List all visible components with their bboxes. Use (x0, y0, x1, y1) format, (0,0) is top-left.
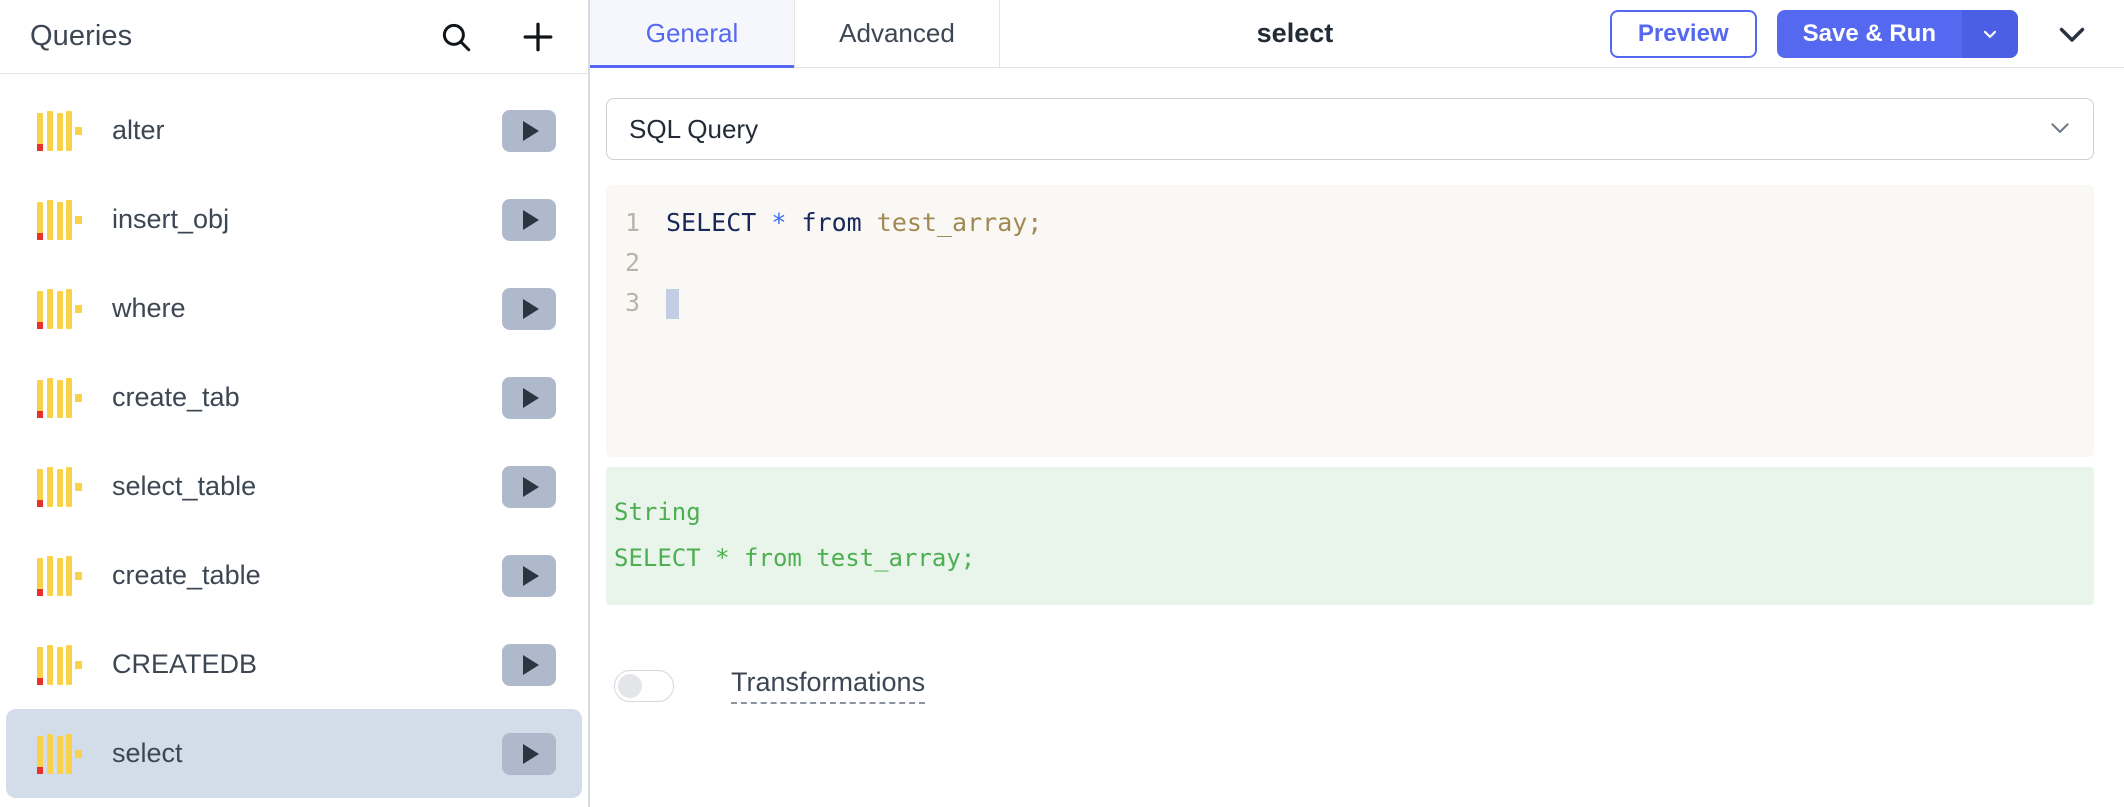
query-list-item[interactable]: create_table (6, 531, 582, 620)
tab-advanced[interactable]: Advanced (795, 0, 1000, 67)
result-panel: String SELECT * from test_array; (606, 467, 2094, 605)
query-list-item-label: where (112, 293, 186, 323)
sql-barcode-icon (36, 377, 82, 418)
query-list-item[interactable]: CREATEDB (6, 620, 582, 709)
query-list-item-label: select_table (112, 471, 257, 501)
play-icon[interactable] (502, 554, 556, 597)
preview-button[interactable]: Preview (1609, 9, 1757, 58)
code-line-text (666, 283, 679, 323)
code-token (756, 208, 771, 237)
line-number: 1 (624, 208, 640, 237)
query-list-item-label: insert_obj (112, 204, 230, 234)
save-run-dropdown-chevron-down-icon[interactable] (1962, 9, 2018, 58)
sidebar-header-actions (436, 17, 558, 57)
query-list-item-label: create_table (112, 560, 261, 590)
query-list-item-label: create_tab (112, 382, 240, 412)
main-panel: General Advanced select Preview Save & R… (590, 0, 2124, 807)
line-number: 2 (624, 248, 640, 277)
query-name-title: select (1256, 18, 1334, 48)
code-token: from (801, 208, 862, 237)
query-type-value: SQL Query (629, 113, 759, 144)
code-line-text: SELECT * from test_array; (666, 203, 1042, 243)
query-list-item-label: CREATEDB (112, 649, 258, 679)
query-list-item-label: alter (112, 115, 165, 145)
tab-advanced-label: Advanced (839, 18, 955, 48)
sql-barcode-icon (36, 555, 82, 596)
code-token: SELECT (666, 208, 757, 237)
tab-general[interactable]: General (590, 0, 795, 68)
query-list-item[interactable]: insert_obj (6, 175, 582, 264)
sql-code-editor[interactable]: 1 SELECT * from test_array; 2 3 (606, 185, 2094, 457)
sql-barcode-icon (36, 199, 82, 240)
query-list-item[interactable]: alter (6, 86, 582, 175)
sidebar-header: Queries (0, 0, 588, 74)
code-token: test_array; (876, 208, 1043, 237)
query-list-item[interactable]: where (6, 264, 582, 353)
sql-barcode-icon (36, 644, 82, 685)
plus-icon[interactable] (518, 17, 558, 57)
play-icon[interactable] (502, 109, 556, 152)
result-value: SELECT * from test_array; (614, 544, 976, 572)
result-type-label: String (614, 498, 701, 526)
line-number: 3 (624, 288, 640, 317)
transformations-toggle[interactable] (614, 669, 674, 702)
save-run-group: Save & Run (1776, 9, 2018, 58)
sql-barcode-icon (36, 466, 82, 507)
query-type-select[interactable]: SQL Query (606, 98, 2094, 160)
editor-toolbar: General Advanced select Preview Save & R… (590, 0, 2124, 68)
tab-general-label: General (645, 18, 739, 48)
code-line: 2 (606, 243, 2094, 283)
query-list-item[interactable]: create_tab (6, 353, 582, 442)
save-run-button[interactable]: Save & Run (1776, 9, 1962, 58)
play-icon[interactable] (502, 732, 556, 775)
play-icon[interactable] (502, 376, 556, 419)
code-token (862, 208, 877, 237)
sql-barcode-icon (36, 733, 82, 774)
play-icon[interactable] (502, 465, 556, 508)
code-token: * (771, 208, 787, 237)
chevron-down-icon (2047, 114, 2073, 145)
query-list-item[interactable]: select_table (6, 442, 582, 531)
transformations-label[interactable]: Transformations (731, 667, 926, 704)
play-icon[interactable] (502, 287, 556, 330)
query-list-item-label: select (112, 738, 183, 768)
transformations-row: Transformations (606, 667, 2094, 704)
sql-barcode-icon (36, 110, 82, 151)
page-title: Queries (30, 20, 133, 52)
sql-barcode-icon (36, 288, 82, 329)
search-icon[interactable] (436, 17, 476, 57)
play-icon[interactable] (502, 198, 556, 241)
text-cursor (666, 289, 679, 319)
play-icon[interactable] (502, 643, 556, 686)
toolbar-actions: Preview Save & Run (1609, 0, 2124, 67)
collapse-chevron-down-icon[interactable] (2046, 8, 2098, 60)
code-token (786, 208, 801, 237)
toggle-knob (618, 673, 642, 698)
query-list-item[interactable]: select (6, 709, 582, 798)
code-line: 3 (606, 283, 2094, 323)
code-line: 1 SELECT * from test_array; (606, 203, 2094, 243)
